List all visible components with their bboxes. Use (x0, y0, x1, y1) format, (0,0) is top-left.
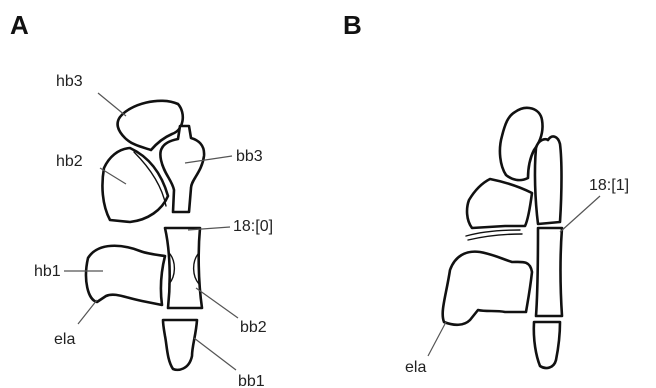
panel-a: A hb3 bb3 hb2 18:[0] hb1 ela bb2 bb1 (10, 10, 273, 388)
leader-ela-b (428, 322, 446, 356)
label-hb3: hb3 (56, 73, 83, 90)
hb1-bone (86, 246, 165, 305)
leader-hb3 (98, 93, 126, 116)
bb1-bone (163, 320, 197, 370)
label-bb2: bb2 (240, 319, 267, 336)
label-hb1: hb1 (34, 263, 61, 280)
b-column-top-bone (535, 137, 562, 224)
element-18-bone (165, 228, 202, 308)
label-element-18: 18:[0] (233, 218, 273, 235)
leader-ela-a (78, 300, 97, 324)
panel-b-letter: B (343, 10, 362, 40)
b-element-18-bone (536, 228, 562, 316)
leader-bb1 (194, 338, 236, 370)
b-lower-left-bone (443, 252, 532, 325)
b-upper-middle-inner-2 (468, 234, 522, 240)
label-bb3: bb3 (236, 148, 263, 165)
label-bb1: bb1 (238, 373, 265, 388)
panel-a-letter: A (10, 10, 29, 40)
b-upper-middle-bone (467, 179, 532, 228)
label-ela-a: ela (54, 331, 75, 348)
panel-b: B 18:[1] ela (343, 10, 629, 376)
leader-b-element-18 (560, 196, 600, 232)
label-b-element-18: 18:[1] (589, 177, 629, 194)
label-hb2: hb2 (56, 153, 83, 170)
label-ela-b: ela (405, 359, 426, 376)
b-column-bottom-bone (534, 322, 560, 368)
